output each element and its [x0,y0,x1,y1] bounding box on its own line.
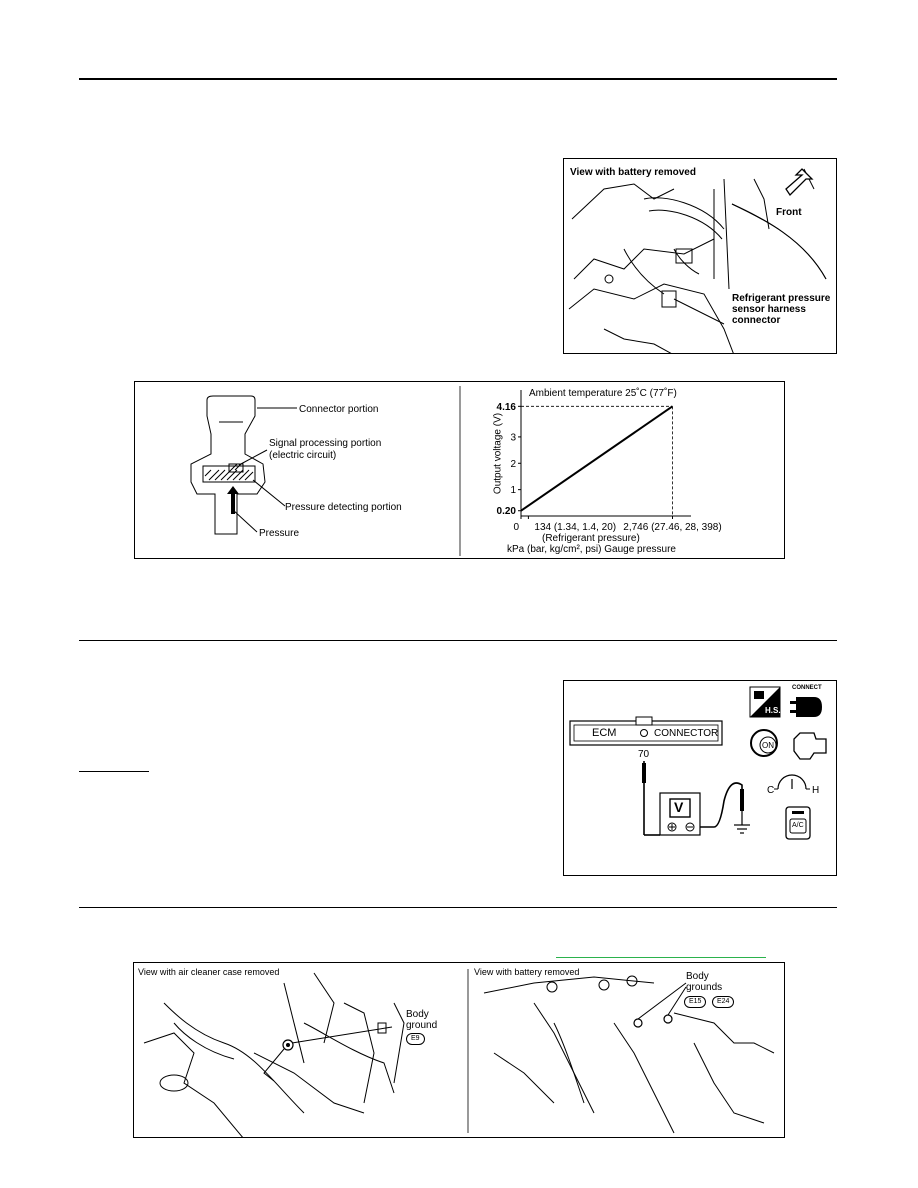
pressure-label: Pressure [259,528,300,539]
front-arrow-icon [785,168,814,197]
right-ground-label-1: Body [686,971,709,982]
section-rule-1 [79,640,837,641]
signal-processing-label: Signal processing portion [269,438,382,449]
ecm-circuit-drawing [569,686,827,840]
chart-x-tick-label: 0 [513,522,519,533]
connector-label-line2: sensor harness [732,304,806,315]
ac-label: A/C [792,822,804,829]
reference-link[interactable] [556,957,766,958]
battery-removed-figure: View with battery removed Front Refriger… [563,158,837,354]
hs-label: H.S. [765,706,781,715]
body-ground-e15-bolt-icon [633,1018,643,1028]
voltage-chart: 0.20 1 2 3 4.16 0 134 (1.34, 1.4, 20) 2,746 (27… [497,390,722,533]
voltmeter-label: V [674,799,684,815]
left-ground-label-1: Body [406,1009,429,1020]
chart-y-tick-label: 2 [510,459,516,470]
engine-bay-drawing [568,168,827,353]
body-grounds-figure: View with air cleaner case removed Body … [133,962,785,1138]
connect-label: CONNECT [792,685,822,691]
text-underline [79,771,149,772]
chart-y-tick-label: 3 [510,432,516,443]
connector-portion-label: Connector portion [299,404,379,415]
right-grounds-title: View with battery removed [474,967,580,977]
ecm-label: ECM [592,727,617,739]
battery-figure-title: View with battery removed [570,167,696,178]
sensor-chart-figure: Connector portion Signal processing port… [134,381,785,559]
left-ground-tag: E9 [406,1033,425,1045]
sensor-drawing [190,386,461,556]
chart-title: Ambient temperature 25˚C (77˚F) [529,388,677,399]
terminal-70-label: 70 [638,749,650,760]
chart-x-label-2: kPa (bar, kg/cm², psi) Gauge pressure [507,544,676,555]
cold-label: C [767,785,775,796]
chart-y-axis-label: Output voltage (V) [492,412,504,495]
temperature-dial-icon [777,774,807,790]
connect-icon [796,697,822,717]
electric-circuit-label: (electric circuit) [269,450,337,461]
chart-series-line [520,405,674,512]
ecm-connector-figure: ECM CONNECTOR 70 V CONNECT H.S. ON C H A… [563,680,837,876]
right-ground-tag-e15: E15 [684,996,707,1008]
connector-label-line3: connector [732,315,781,326]
left-grounds-title: View with air cleaner case removed [138,967,280,977]
chart-y-tick-label: 0.20 [497,506,517,517]
chart-x-tick-label: 2,746 (27.46, 28, 398) [623,522,721,533]
front-label: Front [776,207,802,218]
left-ground-label-2: ground [406,1020,438,1031]
chart-x-tick-label: 134 (1.34, 1.4, 20) [534,522,616,533]
pressure-detecting-label: Pressure detecting portion [285,502,402,513]
on-label: ON [762,741,774,750]
top-rule [79,78,837,80]
chart-x-label-1: (Refrigerant pressure) [542,533,640,544]
section-rule-2 [79,907,837,908]
chart-y-tick-label: 1 [510,485,516,496]
chart-y-tick-label: 4.16 [497,402,517,413]
right-ground-label-2: grounds [686,982,723,993]
pressure-arrow-icon [227,486,239,514]
connector-label: CONNECTOR [654,728,719,739]
body-ground-e24-bolt-icon [663,1014,673,1024]
connector-label-line1: Refrigerant pressure [732,293,831,304]
engine-icon [793,732,827,760]
hot-label: H [812,785,820,796]
right-ground-tag-e24: E24 [712,996,735,1008]
grounds-drawing [143,969,775,1137]
